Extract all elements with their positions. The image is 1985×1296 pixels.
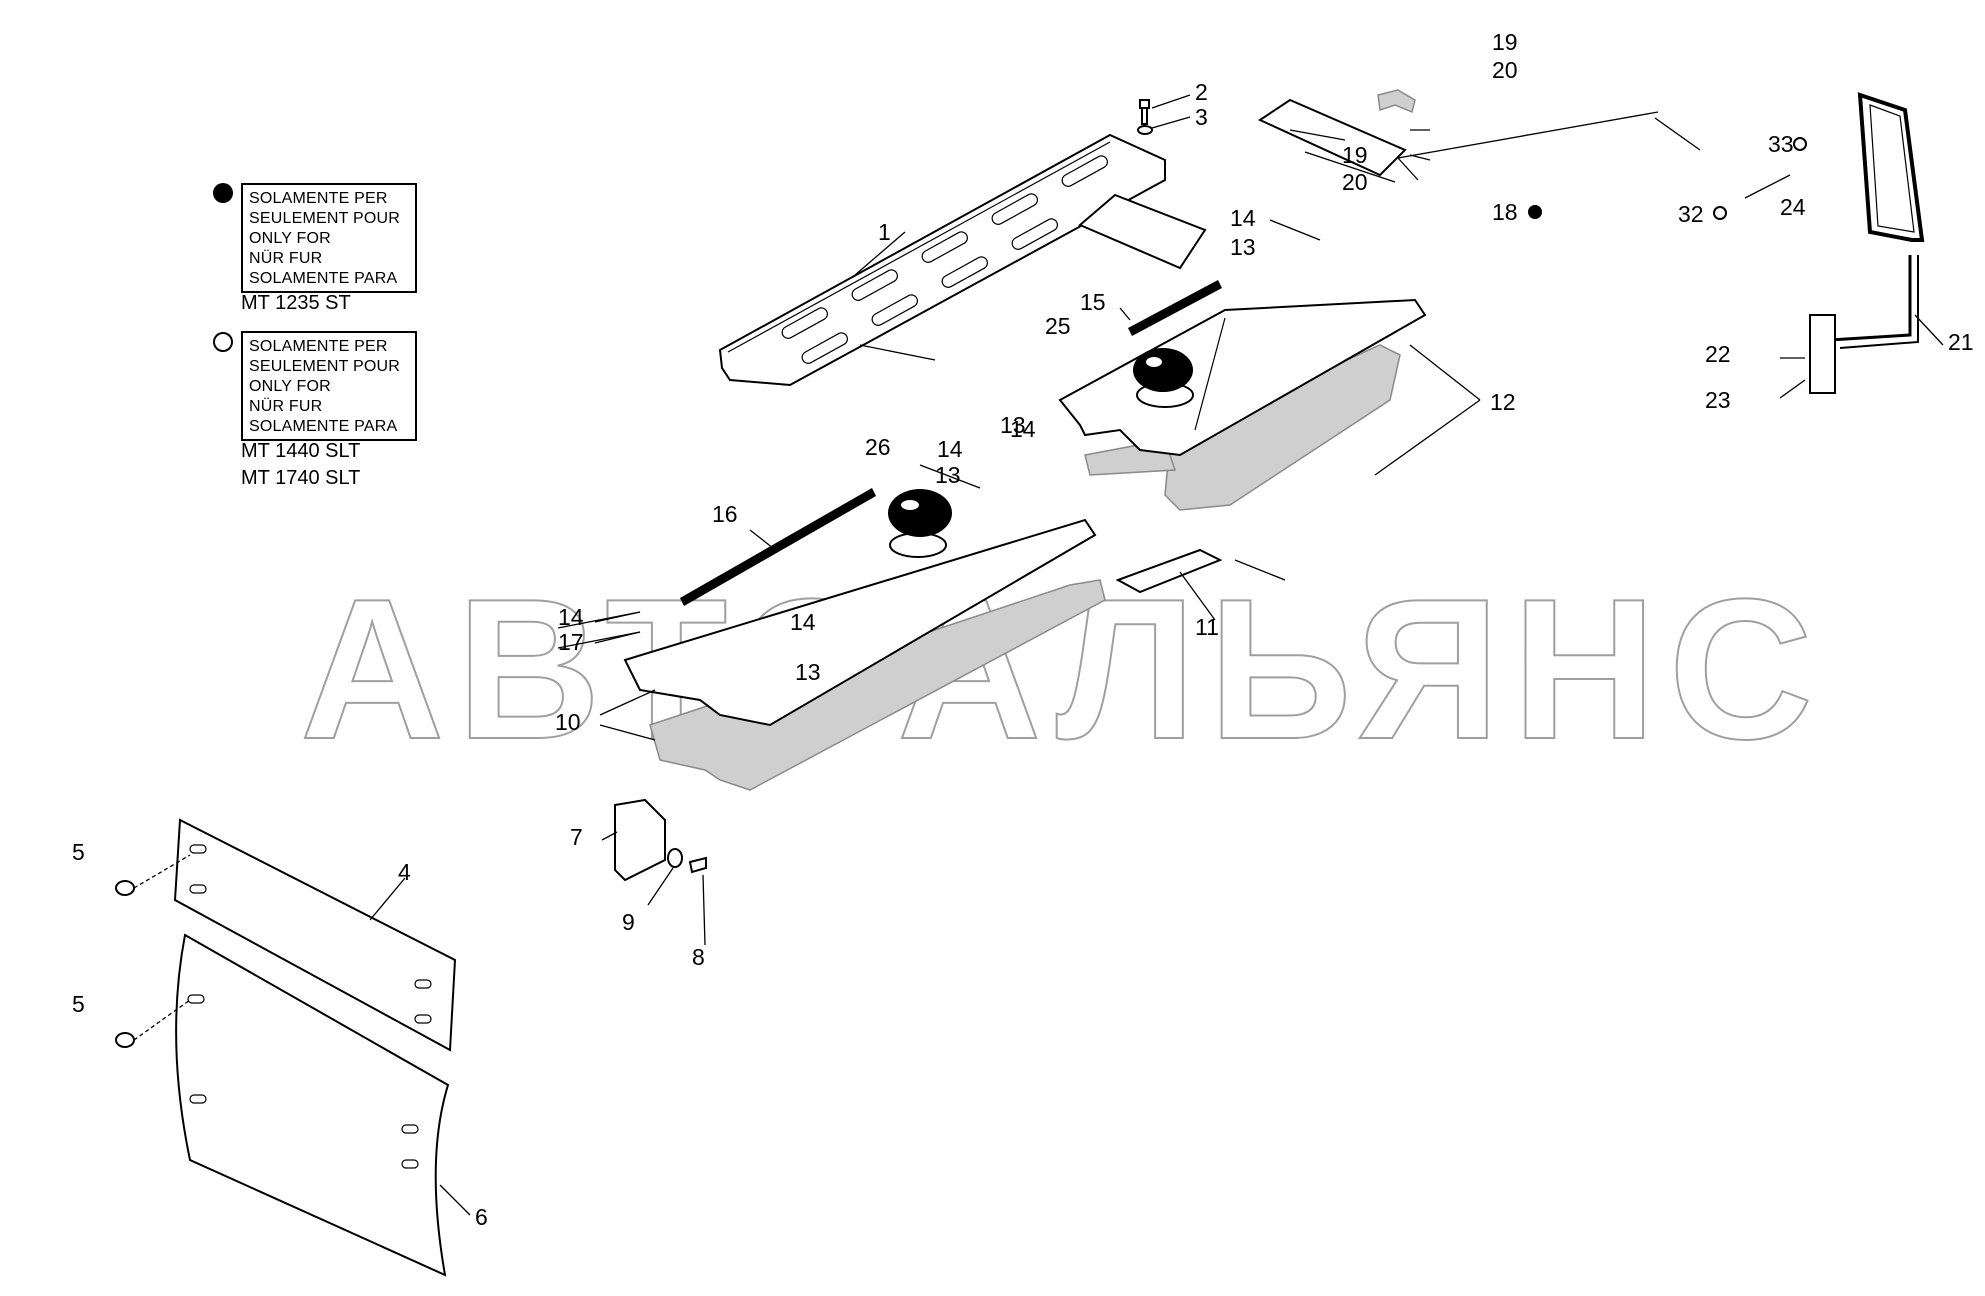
callout-5: 5 — [72, 991, 85, 1017]
bolt-8 — [688, 856, 707, 874]
callout-20: 20 — [1492, 57, 1518, 83]
part-mat-lower — [623, 518, 1106, 791]
legend-box-1: SOLAMENTE PER SEULEMENT POUR ONLY FOR NÜ… — [241, 183, 417, 293]
callout-14: 14 — [558, 604, 584, 630]
callout-6: 6 — [475, 1204, 488, 1230]
legend-model: MT 1235 ST — [241, 292, 351, 314]
legend-line: SOLAMENTE PARA — [249, 270, 398, 287]
washer-9 — [667, 848, 683, 868]
part-mirror-arm-21 — [1809, 255, 1919, 394]
callout-14: 14 — [937, 436, 963, 462]
callout-24: 24 — [1780, 194, 1806, 220]
callout-13: 13 — [935, 462, 961, 488]
open-circle-icon — [213, 332, 233, 352]
legend-line: SOLAMENTE PARA — [249, 418, 398, 435]
callout-16: 16 — [712, 501, 738, 527]
callout-7: 7 — [570, 824, 583, 850]
callout-14: 14 — [790, 609, 816, 635]
callout-20: 20 — [1342, 169, 1368, 195]
callout-10: 10 — [555, 709, 581, 735]
legend-line: SEULEMENT POUR — [249, 358, 400, 375]
callout-9: 9 — [622, 909, 635, 935]
callout-11: 11 — [1195, 614, 1219, 640]
legend-line: NÜR FUR — [249, 250, 323, 267]
callout-13: 13 — [1230, 234, 1256, 260]
screw-5b — [115, 999, 191, 1048]
open-circle-icon — [1713, 206, 1727, 220]
open-circle-icon — [1793, 137, 1807, 151]
callout-1: 1 — [878, 219, 891, 245]
part-panel-6 — [175, 933, 450, 1277]
callout-26: 26 — [865, 434, 891, 460]
part-bracket-7 — [614, 798, 666, 882]
part-clip-33 — [1377, 89, 1416, 114]
part-mirror-24 — [1857, 92, 1925, 242]
part-strip-16 — [680, 488, 876, 606]
legend-line: SEULEMENT POUR — [249, 210, 400, 227]
callout-25: 25 — [1045, 313, 1071, 339]
callout-32: 32 — [1678, 201, 1704, 227]
callout-8: 8 — [692, 944, 705, 970]
callout-14: 14 — [1010, 416, 1036, 442]
bolt-2 — [1137, 99, 1153, 135]
legend-line: NÜR FUR — [249, 398, 323, 415]
part-cap-26 — [888, 489, 952, 558]
filled-circle-icon — [1528, 205, 1542, 219]
callout-labels: 1 2 3 4 5 5 6 7 8 9 10 11 12 13 13 13 13… — [72, 29, 1974, 1230]
callout-19: 19 — [1492, 29, 1518, 55]
legend-line: SOLAMENTE PER — [249, 338, 388, 355]
callout-4: 4 — [398, 859, 411, 885]
legend-box-2: SOLAMENTE PER SEULEMENT POUR ONLY FOR NÜ… — [241, 331, 417, 441]
legend-line: ONLY FOR — [249, 378, 331, 395]
filled-circle-icon — [213, 183, 233, 203]
callout-13: 13 — [795, 659, 821, 685]
callout-15: 15 — [1080, 289, 1106, 315]
callout-3: 3 — [1195, 104, 1208, 130]
legend-line: SOLAMENTE PER — [249, 190, 388, 207]
screw-5a — [115, 854, 191, 896]
callout-13: 13 — [1000, 412, 1026, 438]
callout-21: 21 — [1948, 329, 1974, 355]
callout-2: 2 — [1195, 79, 1208, 105]
part-panel-4 — [173, 818, 457, 1052]
callout-14: 14 — [1230, 205, 1256, 231]
part-cover-18 — [1078, 193, 1207, 270]
callout-12: 12 — [1490, 389, 1516, 415]
legend-model: MT 1440 SLT — [241, 440, 361, 462]
part-step-plate — [718, 133, 1166, 387]
part-mat-upper — [1058, 298, 1427, 511]
callout-18: 18 — [1492, 199, 1518, 225]
callout-19: 19 — [1342, 142, 1368, 168]
callout-17: 17 — [558, 629, 584, 655]
part-strip-15 — [1128, 280, 1222, 336]
callout-23: 23 — [1705, 387, 1731, 413]
legend-model: MT 1740 SLT — [241, 467, 361, 489]
callout-33: 33 — [1768, 131, 1794, 157]
legend-line: ONLY FOR — [249, 230, 331, 247]
part-clamp-11 — [1115, 548, 1223, 594]
part-cap-25 — [1133, 348, 1194, 408]
leader-lines — [369, 94, 1944, 1216]
callout-5: 5 — [72, 839, 85, 865]
callout-22: 22 — [1705, 341, 1731, 367]
